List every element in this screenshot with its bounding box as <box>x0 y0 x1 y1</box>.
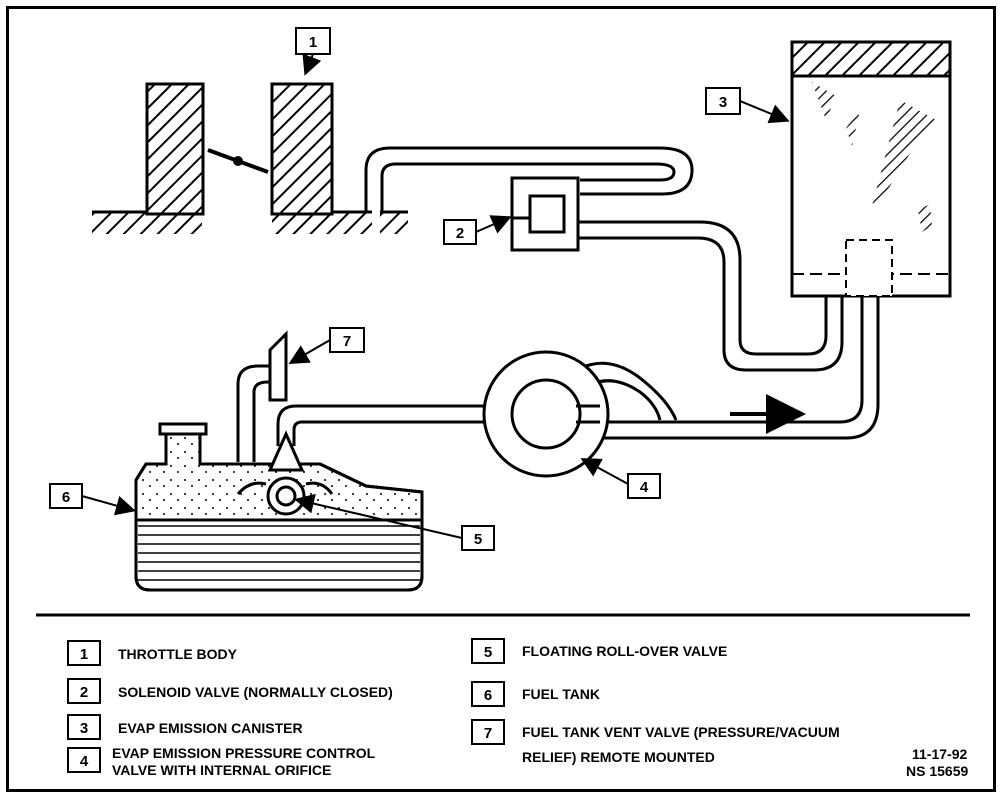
throttle-body <box>92 82 408 234</box>
legend-text-7a: FUEL TANK VENT VALVE (PRESSURE/VACUUM <box>522 724 840 740</box>
legend-num-1: 1 <box>80 646 88 663</box>
diagram-frame <box>6 6 996 792</box>
callout-1-label: 1 <box>309 34 317 51</box>
hose-pcv-to-tank <box>276 404 484 446</box>
legend-num-3: 3 <box>80 720 88 737</box>
callout-3: 3 <box>705 87 790 124</box>
legend-item-4: 4 EVAP EMISSION PRESSURE CONTROL VALVE W… <box>67 745 376 778</box>
callout-1: 1 <box>295 27 331 76</box>
callout-7: 7 <box>288 327 365 365</box>
callout-3-label: 3 <box>719 94 727 111</box>
pressure-control-valve <box>482 350 678 478</box>
legend-num-4: 4 <box>80 753 89 770</box>
callout-2: 2 <box>443 215 512 245</box>
legend-text-3: EVAP EMISSION CANISTER <box>118 720 303 736</box>
callout-5-label: 5 <box>474 531 482 548</box>
callout-6-label: 6 <box>62 489 70 506</box>
legend-item-1: 1 THROTTLE BODY <box>67 640 238 666</box>
callout-6: 6 <box>49 483 136 516</box>
legend-text-2: SOLENOID VALVE (NORMALLY CLOSED) <box>118 684 393 700</box>
legend-text-1: THROTTLE BODY <box>118 646 238 662</box>
legend-text-4a: EVAP EMISSION PRESSURE CONTROL <box>112 745 376 761</box>
legend-text-4b: VALVE WITH INTERNAL ORIFICE <box>112 762 331 778</box>
callout-4: 4 <box>580 458 661 499</box>
legend-text-6: FUEL TANK <box>522 686 600 702</box>
legend-item-3: 3 EVAP EMISSION CANISTER <box>67 714 303 740</box>
legend-text-5: FLOATING ROLL-OVER VALVE <box>522 643 727 659</box>
legend-item-2: 2 SOLENOID VALVE (NORMALLY CLOSED) <box>67 678 393 704</box>
legend-num-7: 7 <box>484 725 492 742</box>
legend-num-5: 5 <box>484 644 492 661</box>
legend-num-6: 6 <box>484 687 492 704</box>
callout-7-label: 7 <box>343 333 351 350</box>
callout-4-label: 4 <box>640 479 649 496</box>
hose-canister-to-pcv <box>600 296 880 440</box>
solenoid-valve <box>510 176 580 252</box>
evap-canister <box>790 40 952 298</box>
legend-item-5: 5 FLOATING ROLL-OVER VALVE <box>471 638 727 664</box>
legend-text-7b: RELIEF) REMOTE MOUNTED <box>522 749 715 765</box>
hose-throttle-to-solenoid <box>364 146 694 212</box>
hose-solenoid-to-canister <box>578 220 844 372</box>
legend-item-6: 6 FUEL TANK <box>471 681 600 707</box>
legend-item-7: 7 FUEL TANK VENT VALVE (PRESSURE/VACUUM … <box>471 719 840 765</box>
legend-num-2: 2 <box>80 684 88 701</box>
footer-code: NS 15659 <box>906 763 968 779</box>
vent-valve <box>236 330 288 462</box>
callout-2-label: 2 <box>456 225 464 242</box>
callout-5: 5 <box>294 493 495 551</box>
footer-date: 11-17-92 <box>912 746 967 762</box>
